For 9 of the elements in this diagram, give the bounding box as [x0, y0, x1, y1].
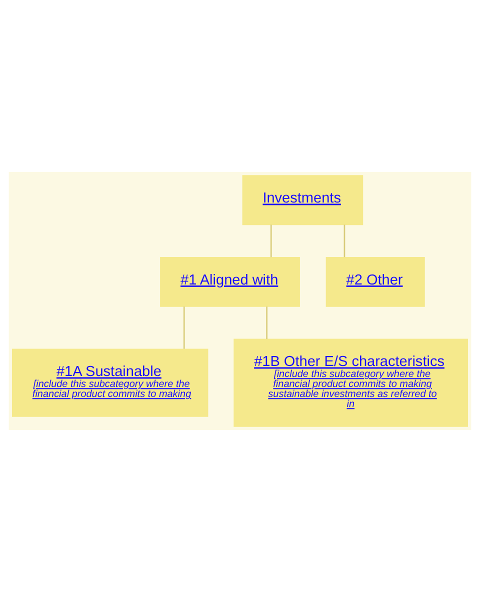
node-box: Investments [242, 175, 364, 226]
node-box: #1A Sustainable [include this subcategory where the financial product commits to making [12, 348, 208, 417]
connector [270, 224, 272, 258]
connector [344, 224, 346, 258]
connector [183, 306, 185, 349]
node-box: #2 Other [326, 256, 425, 307]
node-box: #1B Other E/S characteristics [include this subcategory where the financial product commits to making sustainable investments as referred to in [234, 338, 468, 427]
connector [266, 306, 268, 340]
node-box: #1 Aligned with [160, 256, 300, 307]
